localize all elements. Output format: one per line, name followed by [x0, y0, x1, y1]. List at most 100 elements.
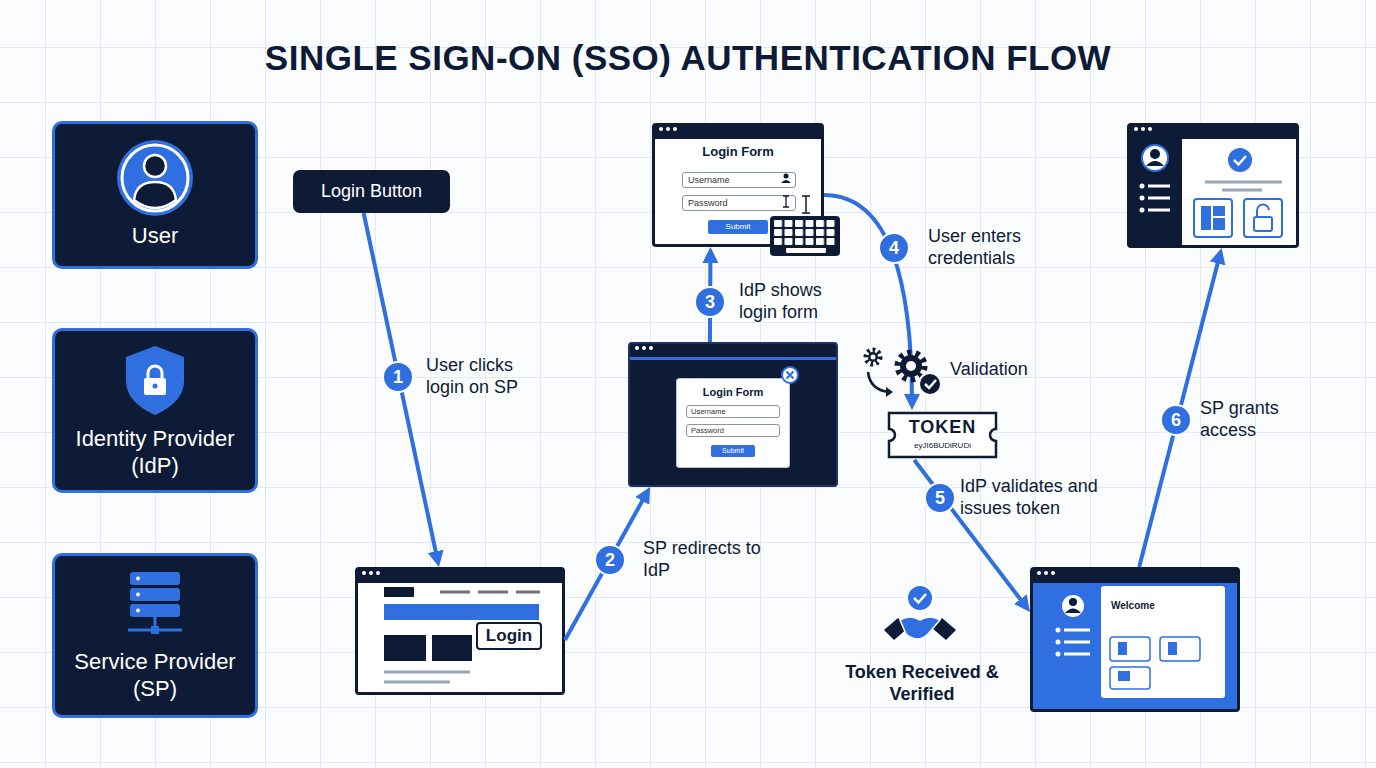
- dashboard-content: [1257, 204, 1269, 217]
- callout-number: 5: [924, 482, 956, 514]
- server-icon: [130, 572, 180, 585]
- validation-gears: [919, 373, 941, 395]
- sp-page-content: [384, 587, 540, 682]
- sp-page-content: [384, 587, 414, 597]
- status-label: Validation: [950, 358, 1028, 380]
- server-icon: [130, 604, 180, 617]
- form-glyphs: [784, 174, 789, 179]
- dashboard-content: [1140, 145, 1283, 237]
- welcome-content: [1062, 595, 1084, 617]
- server-icon: [128, 572, 182, 634]
- server-icon: [136, 593, 140, 597]
- window-dots: [1141, 127, 1145, 131]
- dashboard-content: [1213, 218, 1225, 230]
- handshake-icon: [884, 585, 956, 640]
- welcome-content: [1056, 628, 1061, 633]
- edge-label: User enters credentials: [928, 225, 1048, 269]
- welcome-content: [1065, 609, 1081, 614]
- server-icon: [130, 588, 180, 601]
- sp-window: Login: [355, 567, 565, 695]
- window-dots: [659, 127, 663, 131]
- window-dots: [369, 571, 373, 575]
- welcome-content: [1056, 595, 1201, 689]
- edge-label: SP grants access: [1200, 397, 1300, 441]
- dashboard-content: [1201, 206, 1211, 230]
- sp-page-content: [384, 672, 470, 682]
- shield-lock-icon: [126, 346, 184, 415]
- sp-page-content: [440, 591, 540, 594]
- dashboard-content: [1140, 196, 1145, 201]
- close-button: [787, 372, 794, 379]
- sp-page-content: [432, 635, 472, 661]
- window-dots: [673, 127, 677, 131]
- handshake-icon: [900, 617, 940, 639]
- user-icon: [144, 155, 166, 177]
- validation-gears: [886, 387, 893, 397]
- dashboard-content: [1140, 208, 1145, 213]
- welcome-content: [1069, 598, 1077, 606]
- close-button: [782, 367, 798, 383]
- shield-lock-icon: [126, 346, 184, 415]
- validation-gears: [871, 355, 876, 360]
- user-icon: [117, 140, 193, 216]
- welcome-content: [1168, 642, 1177, 655]
- sp-page-content: [384, 604, 539, 620]
- form-glyphs: [781, 180, 791, 183]
- user-icon: [122, 145, 188, 211]
- edge-label: User clicks login on SP: [426, 354, 546, 398]
- node-text: Login Button: [293, 170, 450, 213]
- validation-gears: [925, 380, 936, 388]
- login-button: Login Button: [293, 170, 450, 213]
- window-dots: [1134, 127, 1138, 131]
- dashboard-content: [1244, 199, 1282, 237]
- close-button: [782, 367, 798, 383]
- node-text: Submit: [711, 445, 755, 457]
- node-text: Service Provider (SP): [55, 648, 255, 702]
- node-text: Login: [478, 624, 540, 648]
- dashboard-content: [1140, 184, 1145, 189]
- dashboard-content: [1142, 145, 1168, 171]
- window-dots: [376, 571, 380, 575]
- form-glyphs: [802, 196, 810, 213]
- dashboard-content: [1150, 149, 1160, 159]
- node-text: Submit: [708, 220, 768, 234]
- login-dialog: Login FormUsernamePasswordSubmit: [676, 378, 790, 468]
- handshake-icon: [914, 594, 926, 603]
- form-glyphs: [781, 174, 810, 214]
- welcome-content: [1160, 637, 1200, 661]
- welcome-content: [1064, 630, 1090, 654]
- edge-label: SP redirects to IdP: [643, 537, 763, 581]
- sp-page-content: [384, 635, 426, 661]
- shield-lock-icon: [144, 378, 166, 395]
- dashboard-content: [1228, 148, 1252, 172]
- callout-number: 3: [694, 286, 726, 318]
- node-text: Username: [682, 172, 796, 188]
- flow-arrow: [565, 494, 646, 640]
- window-dots: [1148, 127, 1152, 131]
- keyboard-icon: [770, 216, 840, 256]
- welcome-content: [1110, 637, 1150, 661]
- window-dots: [1051, 571, 1055, 575]
- callout-number: 4: [878, 232, 910, 264]
- node-text: Username: [686, 405, 780, 418]
- welcome-content: [1056, 640, 1061, 645]
- handshake-icon: [907, 585, 933, 611]
- keyboard-icon: [770, 216, 840, 256]
- window-dots: [649, 346, 653, 350]
- dashboard-content: [1213, 206, 1225, 216]
- welcome-content: [1056, 652, 1061, 657]
- welcome-content: [1118, 642, 1127, 655]
- node-text: Login Form: [677, 386, 789, 398]
- dashboard-content: [1234, 156, 1246, 165]
- node-text: Login Form: [655, 144, 821, 159]
- status-label: Token Received & Verified: [842, 661, 1002, 705]
- node-text: User: [55, 222, 255, 249]
- window-dots: [362, 127, 1152, 575]
- edge-label: IdP validates and issues token: [960, 475, 1130, 519]
- window-dots: [635, 346, 639, 350]
- shield-lock-icon: [148, 366, 162, 379]
- welcome-content: [1118, 671, 1130, 681]
- validation-gears: [898, 353, 924, 379]
- callout-number: 1: [382, 361, 414, 393]
